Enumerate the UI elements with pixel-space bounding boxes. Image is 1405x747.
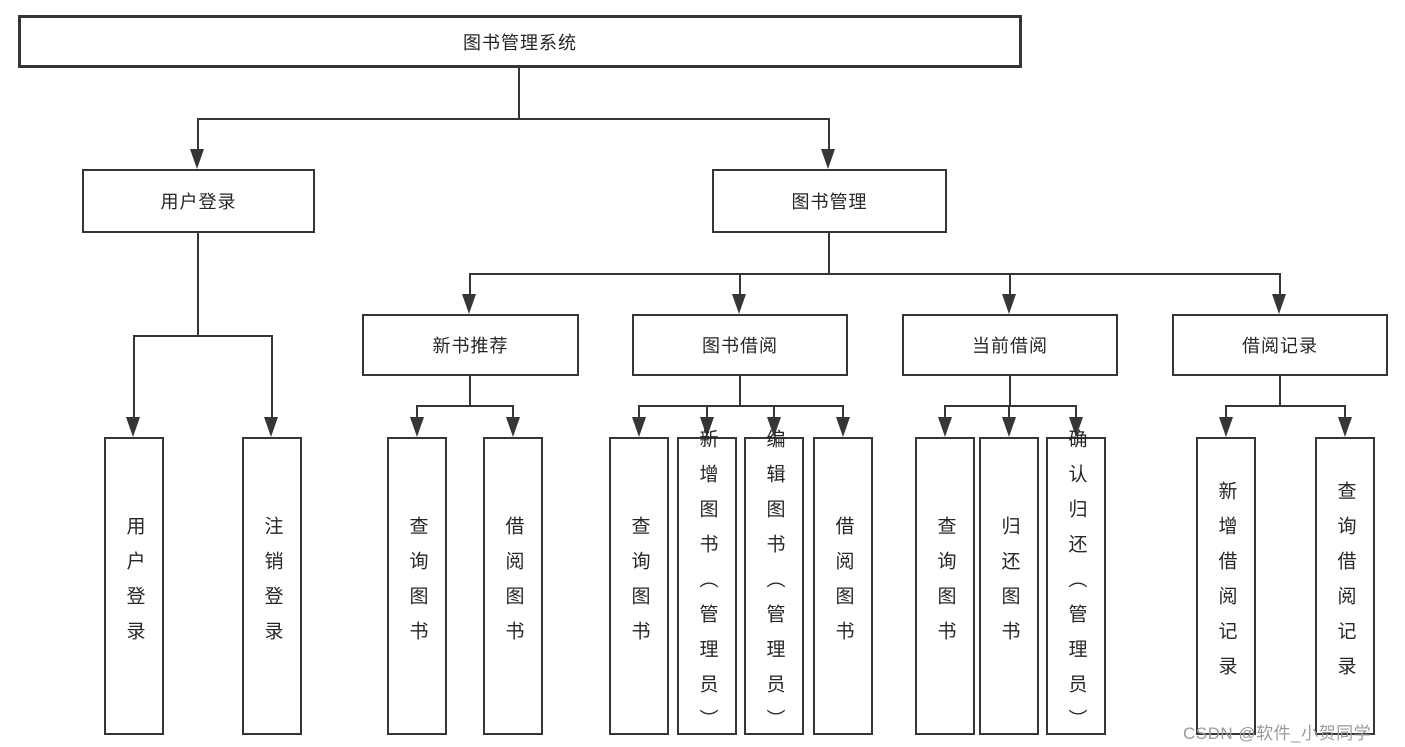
leaf-edit-book-admin: 编辑图书（管理员） [744, 429, 804, 744]
node-user-login: 用户登录 [82, 169, 315, 233]
node-current-borrowing: 当前借阅 [902, 314, 1118, 376]
node-book-management: 图书管理 [712, 169, 947, 233]
arrowhead-down-icon [126, 417, 140, 437]
leaf-query-books-recommend: 查询图书 [387, 437, 447, 735]
node-label: 新书推荐 [432, 336, 509, 356]
watermark: CSDN @软件_小贺同学 [1183, 724, 1372, 743]
node-label: 查询图书 [934, 516, 956, 656]
node-label: 图书管理系统 [463, 32, 577, 53]
connector-book-management-stem [828, 233, 830, 275]
node-label: 借阅记录 [1242, 336, 1318, 356]
node-label: 借阅图书 [502, 516, 524, 656]
leaf-user-login: 用户登录 [104, 437, 164, 735]
leaf-return-books: 归还图书 [979, 437, 1039, 735]
node-label: 用户登录 [160, 192, 237, 212]
node-label: 查询借阅记录 [1334, 481, 1356, 691]
node-label: 确认归还（管理员） [1065, 428, 1087, 744]
node-label: 用户登录 [123, 516, 145, 656]
connector-bus-new-book-children [416, 405, 514, 407]
connector-drop-book-management [828, 118, 830, 150]
node-label: 注销登录 [261, 516, 283, 656]
connector-user-login-stem [197, 233, 199, 337]
leaf-query-borrow-record: 查询借阅记录 [1315, 437, 1375, 735]
leaf-confirm-return-admin: 确认归还（管理员） [1046, 429, 1106, 744]
arrowhead-down-icon [1069, 417, 1083, 437]
arrowhead-down-icon [767, 417, 781, 437]
node-label: 编辑图书（管理员） [763, 428, 785, 744]
connector-bus-level2 [197, 118, 830, 120]
node-label: 查询图书 [628, 516, 650, 656]
arrowhead-down-icon [836, 417, 850, 437]
connector-drop-leaf [133, 335, 135, 419]
arrowhead-down-icon [700, 417, 714, 437]
arrowhead-down-icon [821, 149, 835, 169]
arrowhead-down-icon [410, 417, 424, 437]
leaf-add-borrow-record: 新增借阅记录 [1196, 437, 1256, 735]
connector-drop-leaf [1225, 405, 1227, 419]
arrowhead-down-icon [264, 417, 278, 437]
leaf-add-book-admin: 新增图书（管理员） [677, 429, 737, 744]
connector-bus-level3 [469, 273, 1281, 275]
arrowhead-down-icon [506, 417, 520, 437]
connector-drop-leaf [1008, 405, 1010, 419]
connector-drop-level3 [469, 273, 471, 296]
connector-drop-level3 [1009, 273, 1011, 296]
connector-bus-borrow-records-children [1225, 405, 1346, 407]
connector-drop-leaf [512, 405, 514, 419]
arrowhead-down-icon [190, 149, 204, 169]
connector-drop-level3 [1279, 273, 1281, 296]
arrowhead-down-icon [1002, 294, 1016, 314]
node-label: 归还图书 [998, 516, 1020, 656]
connector-new-book-stem [469, 376, 471, 407]
arrowhead-down-icon [938, 417, 952, 437]
connector-drop-leaf [944, 405, 946, 419]
arrowhead-down-icon [462, 294, 476, 314]
node-borrowing-records: 借阅记录 [1172, 314, 1388, 376]
leaf-borrow-books-recommend: 借阅图书 [483, 437, 543, 735]
leaf-query-books-borrowing: 查询图书 [609, 437, 669, 735]
arrowhead-down-icon [732, 294, 746, 314]
connector-current-borrow-stem [1009, 376, 1011, 407]
node-label: 当前借阅 [972, 336, 1048, 356]
leaf-query-books-current: 查询图书 [915, 437, 975, 735]
leaf-logout: 注销登录 [242, 437, 302, 735]
connector-root-stem [518, 68, 520, 120]
connector-drop-leaf [271, 335, 273, 419]
arrowhead-down-icon [1338, 417, 1352, 437]
connector-drop-leaf [416, 405, 418, 419]
arrowhead-down-icon [1219, 417, 1233, 437]
connector-drop-leaf [773, 405, 775, 419]
connector-bus-user-login-children [133, 335, 273, 337]
connector-bus-book-borrow-children [638, 405, 844, 407]
connector-drop-level3 [739, 273, 741, 296]
arrowhead-down-icon [1272, 294, 1286, 314]
connector-drop-leaf [706, 405, 708, 419]
node-label: 图书管理 [791, 192, 868, 212]
node-label: 新增借阅记录 [1215, 481, 1237, 691]
connector-bus-current-borrow-children [944, 405, 1077, 407]
connector-drop-leaf [842, 405, 844, 419]
leaf-borrow-books-borrowing: 借阅图书 [813, 437, 873, 735]
node-label: 新增图书（管理员） [696, 428, 718, 744]
node-new-book-recommend: 新书推荐 [362, 314, 579, 376]
connector-drop-leaf [1075, 405, 1077, 419]
node-label: 借阅图书 [832, 516, 854, 656]
connector-book-borrow-stem [739, 376, 741, 407]
node-book-borrowing: 图书借阅 [632, 314, 848, 376]
arrowhead-down-icon [632, 417, 646, 437]
connector-borrow-records-stem [1279, 376, 1281, 407]
node-label: 图书借阅 [702, 336, 778, 356]
connector-drop-user-login [197, 118, 199, 150]
node-library-system: 图书管理系统 [18, 15, 1022, 68]
connector-drop-leaf [638, 405, 640, 419]
connector-drop-leaf [1344, 405, 1346, 419]
arrowhead-down-icon [1002, 417, 1016, 437]
node-label: 查询图书 [406, 516, 428, 656]
